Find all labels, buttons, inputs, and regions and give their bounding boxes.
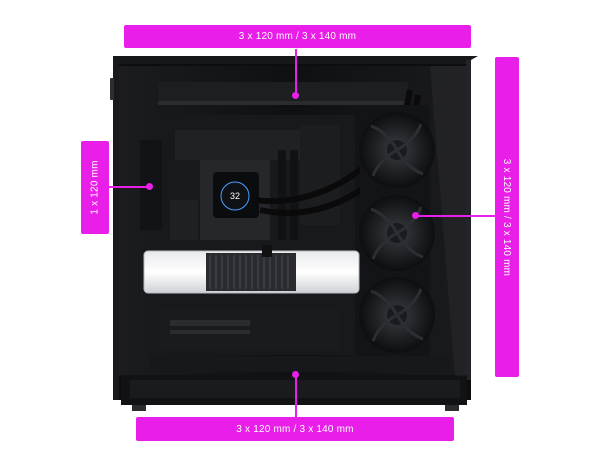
side-fan-support-text: 3 x 120 mm / 3 x 140 mm — [501, 158, 513, 276]
rear-fan-support-text: 1 x 120 mm — [89, 160, 101, 215]
left-callout-line — [109, 186, 151, 188]
gpu — [143, 245, 360, 294]
left-callout-dot — [146, 183, 153, 190]
top-fan-support-text: 3 x 120 mm / 3 x 140 mm — [238, 31, 357, 42]
top-callout-line — [295, 49, 297, 97]
rear-fan-support-label: 1 x 120 mm — [81, 141, 109, 234]
top-fans — [158, 82, 408, 105]
right-callout-line — [416, 215, 495, 217]
top-callout-dot — [292, 92, 299, 99]
right-callout-dot — [412, 212, 419, 219]
bottom-callout-line — [295, 375, 297, 418]
side-fan-support-label: 3 x 120 mm / 3 x 140 mm — [495, 57, 519, 377]
motherboard: 32 — [150, 115, 355, 355]
bottom-fans — [150, 356, 450, 372]
bottom-fan-support-text: 3 x 120 mm / 3 x 140 mm — [236, 423, 354, 435]
bottom-fan-support-label: 3 x 120 mm / 3 x 140 mm — [136, 417, 454, 441]
pump-temperature: 32 — [230, 191, 240, 201]
top-fan-support-label: 3 x 120 mm / 3 x 140 mm — [124, 25, 471, 48]
bottom-callout-dot — [292, 371, 299, 378]
side-fans — [359, 105, 435, 365]
